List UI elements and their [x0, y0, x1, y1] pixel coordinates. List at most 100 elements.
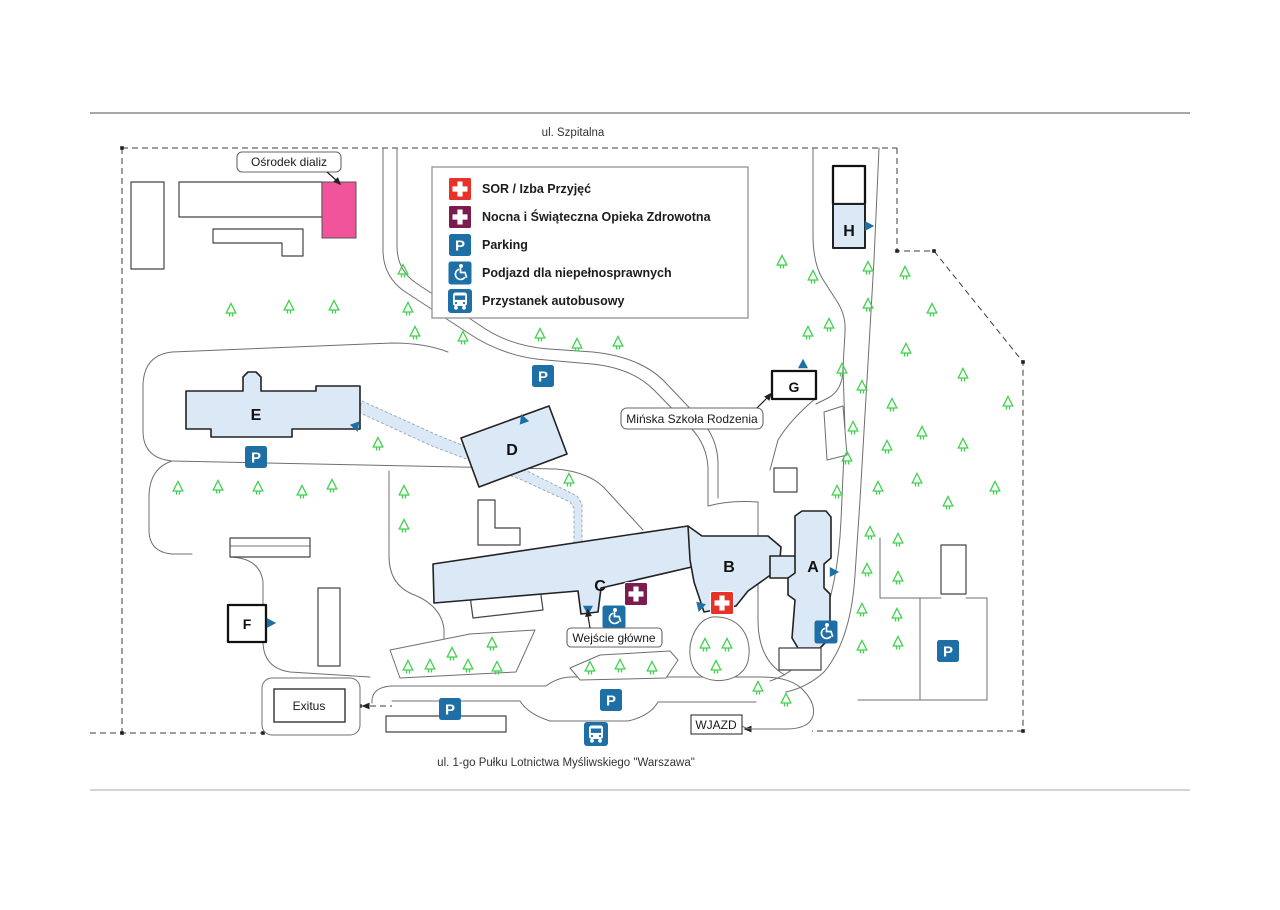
parking-icon	[449, 234, 471, 256]
callouts: Ośrodek dializ Mińska Szkoła Rodzenia We…	[236, 151, 775, 736]
tree-icon	[563, 472, 575, 488]
wjazd-label: WJAZD	[695, 718, 737, 732]
night-care-icon	[624, 582, 648, 606]
bus-stop-icon	[584, 722, 608, 746]
tree-icon	[409, 325, 421, 341]
building-g	[770, 369, 818, 401]
dialysis-callout-box	[236, 151, 342, 173]
tree-icon	[1002, 395, 1014, 411]
tree-icon	[571, 337, 583, 353]
tree-icon	[398, 518, 410, 534]
tree-icon	[326, 478, 338, 494]
legend-item-label: Podjazd dla niepełnosprawnych	[482, 266, 672, 280]
tree-icon	[892, 532, 904, 548]
legend-box	[431, 166, 749, 319]
building-a-annex	[778, 647, 822, 671]
sor-emergency-icon	[448, 177, 472, 201]
building-north-long	[178, 181, 323, 218]
street-top-label: ul. Szpitalna	[542, 127, 605, 139]
building-f	[226, 603, 268, 644]
bus-stop-icon	[448, 289, 472, 313]
tree-icon	[891, 607, 903, 623]
tree-icon	[926, 302, 938, 318]
boundary-arrow-icon	[361, 702, 370, 710]
tree-icon	[916, 425, 928, 441]
street-bottom-label: ul. 1-go Pułku Lotnictwa Myśliwskiego "W…	[437, 757, 695, 769]
parking-icon	[937, 640, 959, 662]
tree-icon	[328, 299, 340, 315]
tree-icon	[957, 437, 969, 453]
tree-icon	[398, 484, 410, 500]
building-d	[460, 405, 568, 488]
building-labels: E D C B A F G H	[243, 223, 855, 632]
building-b-label: B	[723, 559, 735, 576]
tree-icon	[780, 692, 792, 708]
boundary-corner-dot	[932, 249, 936, 253]
tree-icon	[212, 479, 224, 495]
building-h-upper	[831, 164, 867, 206]
night-care-icon	[448, 205, 472, 229]
dialysis-callout-label: Ośrodek dializ	[251, 155, 327, 169]
building-h-label: H	[843, 223, 855, 240]
building-e-label: E	[251, 407, 262, 424]
tree-icon	[892, 635, 904, 651]
tree-icon	[942, 495, 954, 511]
exitus-label: Exitus	[293, 699, 326, 713]
tree-icon	[861, 562, 873, 578]
auxiliary-buildings	[130, 181, 967, 733]
tree-icon	[807, 269, 819, 285]
boundary-corner-dot	[895, 249, 899, 253]
tree-icon	[856, 639, 868, 655]
parking-icon	[532, 365, 554, 387]
tree-icon	[892, 570, 904, 586]
main-entrance-callout-label: Wejście główne	[572, 631, 655, 645]
building-b	[687, 525, 782, 613]
wheelchair-ramp-icon	[601, 604, 627, 630]
boundary-corner-dot	[1021, 360, 1025, 364]
legend-item-label: Parking	[482, 238, 528, 252]
tree-icon	[752, 680, 764, 696]
building-narrow	[317, 587, 341, 667]
tree-icon	[372, 436, 384, 452]
wjazd-box	[690, 714, 743, 735]
boundary-corner-dot	[1021, 729, 1025, 733]
parking-icon	[600, 689, 622, 711]
building-c-label: C	[594, 578, 606, 595]
building-g-label: G	[789, 379, 800, 395]
covered-walkway	[357, 400, 597, 570]
tree-icon	[836, 362, 848, 378]
parking-icon	[439, 698, 461, 720]
building-mid-t	[477, 499, 521, 546]
tree-icon	[612, 335, 624, 351]
wheelchair-ramp-icon	[447, 260, 473, 286]
tree-icon	[776, 254, 788, 270]
tree-icon	[296, 484, 308, 500]
tree-icon	[856, 379, 868, 395]
exitus-box	[273, 688, 346, 723]
tree-icon	[856, 602, 868, 618]
legend: SOR / Izba Przyjęć Nocna i Świąteczna Op…	[431, 166, 749, 319]
sor-emergency-icon	[710, 591, 734, 615]
tree-icon	[847, 420, 859, 436]
parking-icon	[245, 446, 267, 468]
tree-icon	[802, 325, 814, 341]
tree-icon	[881, 439, 893, 455]
tree-icon	[862, 260, 874, 276]
dialysis-building	[321, 181, 357, 239]
tree-icon	[989, 480, 1001, 496]
birthing-school-callout-label: Mińska Szkoła Rodzenia	[626, 412, 758, 426]
entrance-marker-icon	[266, 618, 277, 628]
tree-icon	[172, 480, 184, 496]
building-d-label: D	[506, 442, 518, 459]
tree-icon	[886, 397, 898, 413]
building-mid-left	[229, 537, 311, 558]
tree-icon	[823, 317, 835, 333]
legend-item-label: Nocna i Świąteczna Opieka Zdrowotna	[482, 209, 712, 224]
tree-icon	[831, 484, 843, 500]
tree-icon	[900, 342, 912, 358]
main-entrance-callout-box	[566, 627, 663, 648]
building-e	[185, 371, 361, 438]
tree-icon	[457, 330, 469, 346]
